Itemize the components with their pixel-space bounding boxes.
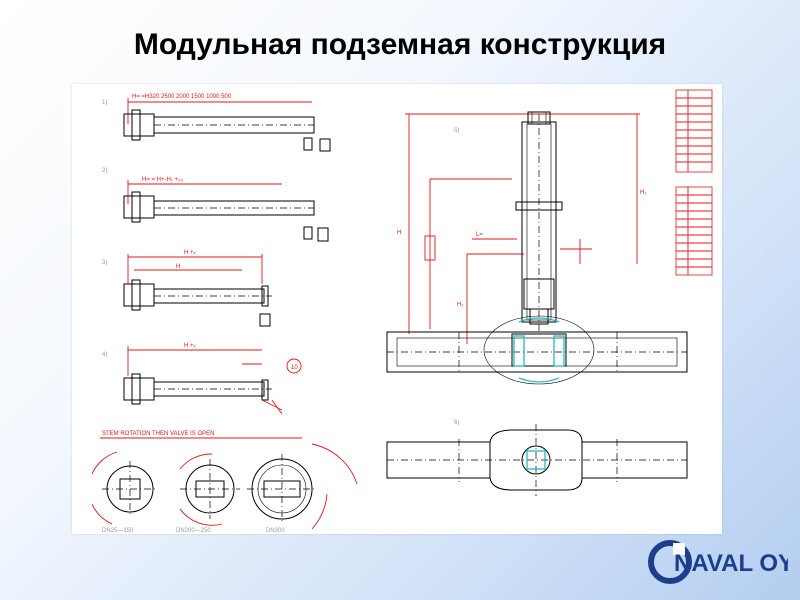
dim-h-left: H (397, 230, 401, 236)
rotation-view-dn200-250: DN200—250 (176, 453, 240, 534)
variant-2: 2) H= = H+-H₁ +₀₀ (102, 168, 329, 242)
step-number-4: 4) (102, 352, 107, 358)
dimension-table-1 (675, 89, 713, 173)
dim-label-2: H= = H+-H₁ +₀₀ (142, 177, 184, 183)
dim-label-4-top: H +ₓ (184, 343, 196, 349)
step-number-1: 1) (102, 100, 107, 106)
step-number-6: 6) (454, 420, 459, 426)
dim-h-right: H₁ (640, 190, 646, 196)
dimension-table-2 (675, 186, 713, 276)
stem-rotation-section: STEM ROTATION THEN VALVE IS OPEN DN25—15… (91, 431, 358, 534)
variant-4: 4) H +ₓ 10 (102, 343, 302, 415)
technical-drawing: 1) H= =H320 2500 2000 1500 1000 500 2) H… (72, 84, 722, 534)
callout-10: 10 (291, 365, 298, 371)
variant-1: 1) H= =H320 2500 2000 1500 1000 500 (102, 94, 331, 152)
step-number-5: 5) (454, 128, 459, 134)
dim-h-low: H₁ (457, 302, 463, 308)
dim-label-3-top: H +ₓ (184, 250, 196, 256)
main-elevation: 5) H H₁ H₁ L= (386, 111, 688, 385)
naval-oy-logo: NAVAL OY (648, 535, 794, 589)
dim-label-1: H= =H320 2500 2000 1500 1000 500 (132, 94, 232, 100)
step-number-2: 2) (102, 168, 107, 174)
dn-label-3: DN300 (266, 528, 285, 534)
dn-label-1: DN25—150 (102, 528, 134, 534)
variant-3: 3) H +ₓ H (102, 250, 272, 327)
dim-l: L= (476, 232, 483, 238)
slide-title: Модульная подземная конструкция (133, 28, 667, 61)
step-number-3: 3) (102, 260, 107, 266)
plan-view: 6) (386, 420, 688, 496)
rotation-view-dn25-150: DN25—150 (91, 451, 158, 534)
rotation-view-dn300: DN300 (247, 443, 358, 534)
logo-ring-icon (648, 540, 692, 584)
dn-label-2: DN200—250 (176, 528, 211, 534)
drawing-svg: 1) H= =H320 2500 2000 1500 1000 500 2) H… (91, 89, 713, 534)
dim-label-3-inner: H (176, 264, 180, 270)
stem-rotation-caption: STEM ROTATION THEN VALVE IS OPEN (102, 431, 214, 437)
logo-svg: NAVAL OY (648, 540, 794, 584)
logo-text: NAVAL OY (674, 550, 788, 577)
